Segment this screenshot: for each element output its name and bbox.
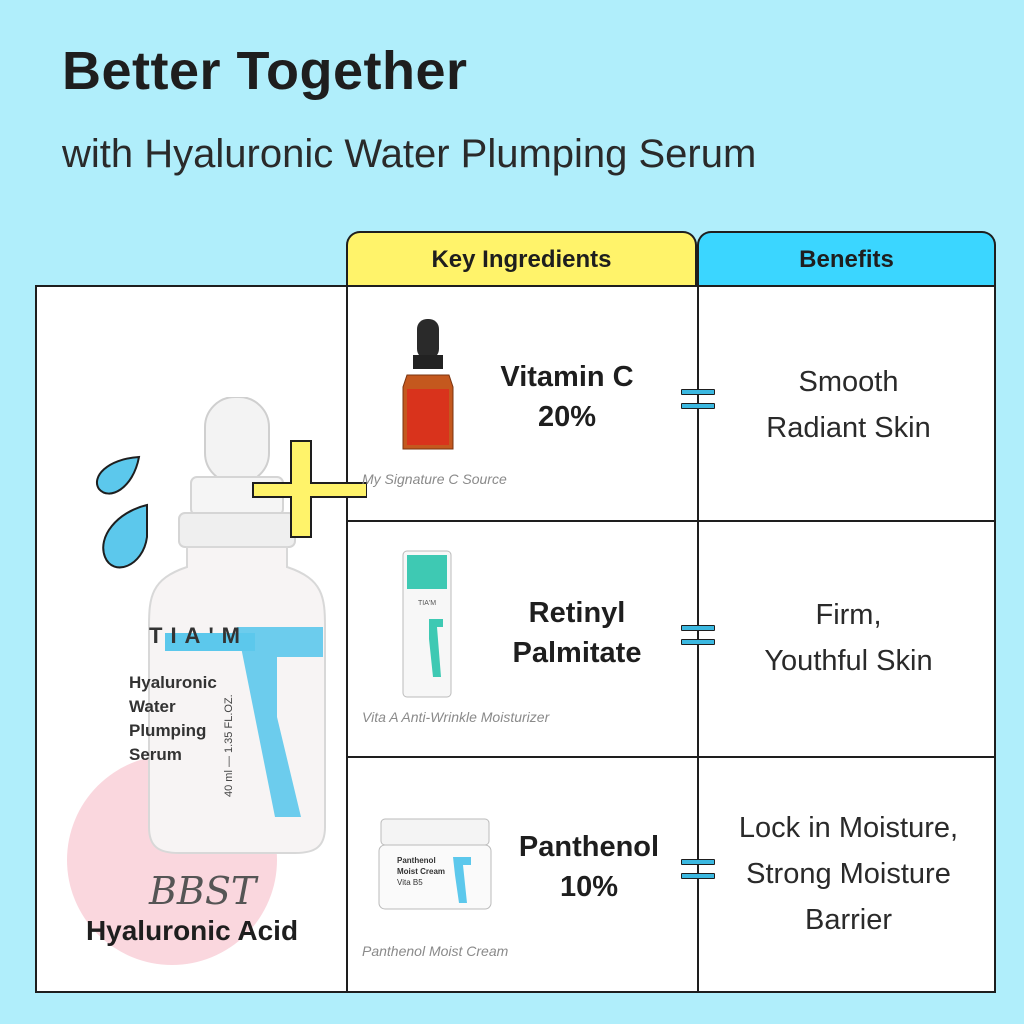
product-name: Vita A Anti-Wrinkle Moisturizer [362,709,550,725]
watermark-text: BBST [149,869,257,913]
main-ingredient-label: Hyaluronic Acid [85,915,299,946]
water-drop-icon [96,455,141,495]
serum-bottle-image [96,397,367,854]
header-key-ingredients: Key Ingredients [346,231,697,286]
svg-text:TIA'M: TIA'M [418,600,436,607]
jar-label-text: Panthenol Moist Cream Vita B5 [397,856,446,887]
plus-icon [252,440,367,538]
water-drop-icon [102,503,148,569]
ingredient-retinyl-palmitate: Retinyl Palmitate [512,597,642,669]
row-divider [346,520,994,522]
panthenol-cream-jar-image [378,818,492,910]
benefit-text: Lock in Moisture, Strong Moisture Barrie… [738,812,959,936]
page-title: Better Together [62,41,468,101]
header-benefits: Benefits [697,231,996,286]
equals-icon [681,859,715,881]
brand-logo: TIA'M [149,623,248,648]
page-subtitle: with Hyaluronic Water Plumping Serum [62,132,757,176]
product-name: Panthenol Moist Cream [362,943,509,959]
column-divider [346,287,348,991]
vita-a-moisturizer-image: TIA'M [402,550,452,698]
bottle-label-text: Hyaluronic Water Plumping Serum [129,673,217,764]
product-name: My Signature C Source [362,471,507,487]
row-divider [346,756,994,758]
vitamin-c-serum-image [402,319,454,450]
equals-icon [681,625,715,647]
ingredient-vitamin-c: Vitamin C 20% [500,361,634,433]
equals-icon [681,389,715,411]
comparison-table: TIA'M Hyaluronic Water Plumping Serum 40… [35,285,996,993]
benefit-text: Firm, Youthful Skin [764,599,933,677]
benefit-text: Smooth Radiant Skin [766,366,931,444]
ingredient-panthenol: Panthenol 10% [518,831,660,903]
bottle-volume-text: 40 ml — 1.35 FL.OZ. [223,694,235,797]
